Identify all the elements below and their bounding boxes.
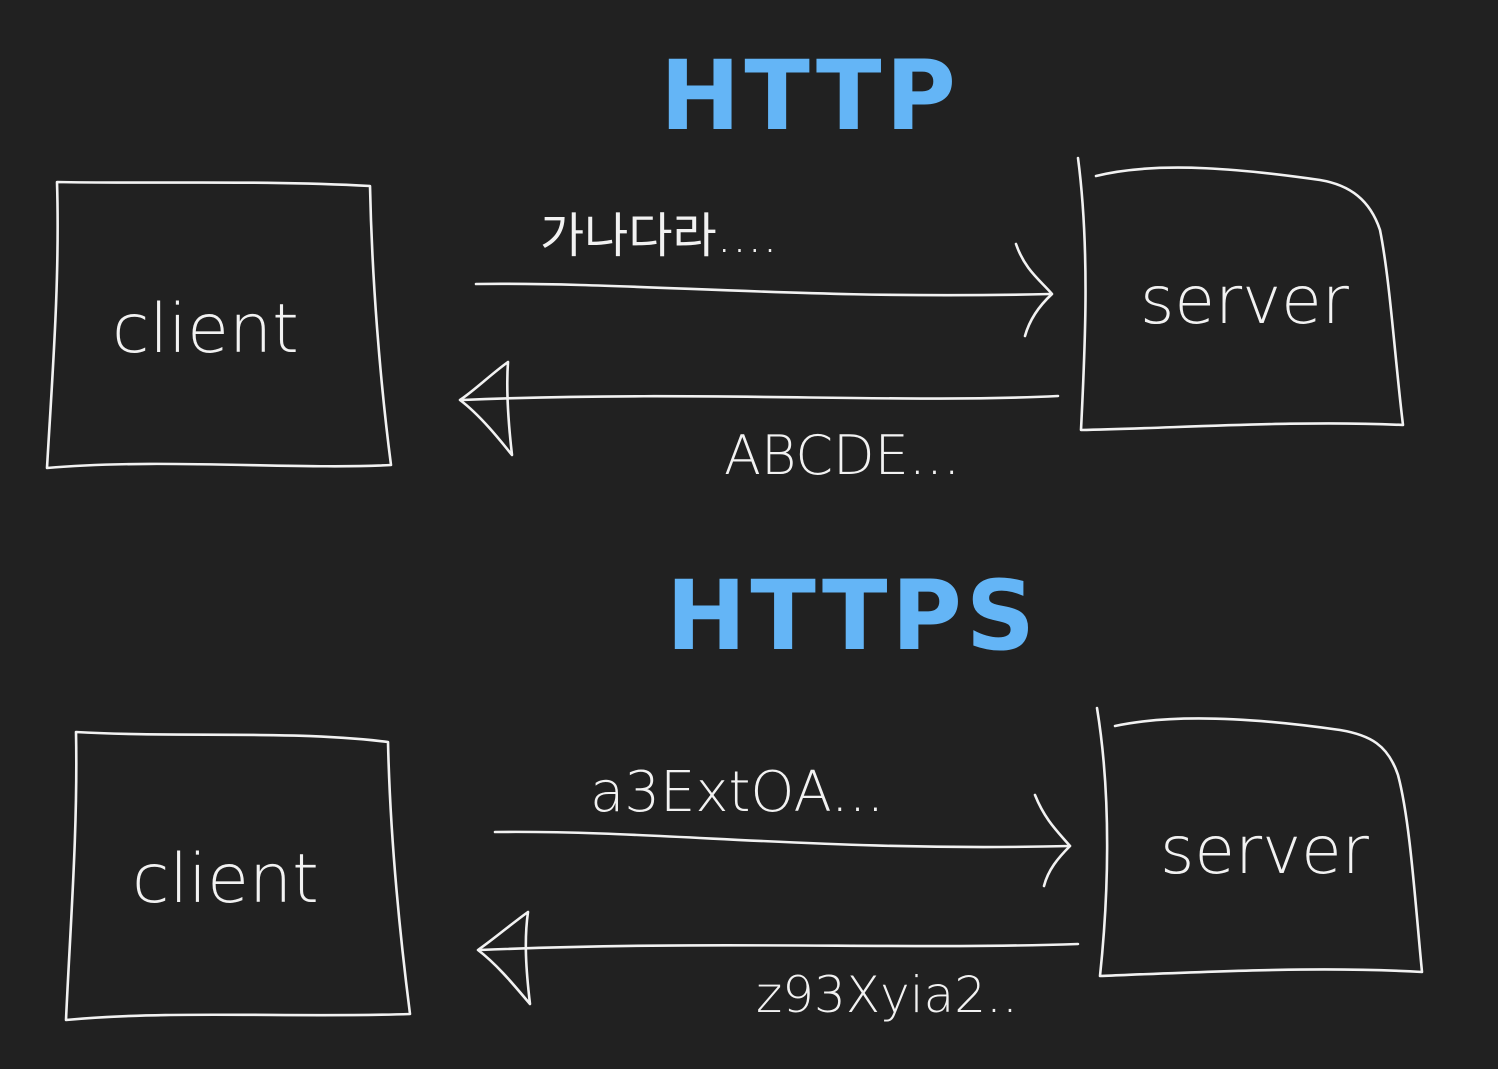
https-response-arrow-line — [478, 942, 1080, 952]
http-server-box — [1076, 156, 1405, 432]
http-title: HTTP — [660, 40, 960, 152]
http-client-label: client — [112, 290, 299, 369]
http-response-text: ABCDE... — [724, 424, 961, 487]
http-request-arrow-head — [1014, 242, 1054, 338]
https-response-arrow-head — [476, 910, 532, 1006]
http-server-label: server — [1140, 262, 1349, 339]
http-response-arrow-head — [458, 360, 514, 457]
http-request-text: 가나다라.... — [540, 208, 778, 264]
https-client-label: client — [132, 840, 319, 919]
http-response-arrow-line — [460, 394, 1060, 402]
https-server-label: server — [1160, 812, 1369, 889]
http-client-box — [45, 180, 393, 470]
https-response-text: z93Xyia2.. — [756, 966, 1018, 1024]
https-request-arrow-line — [493, 830, 1072, 849]
https-request-text: a3ExtOA... — [590, 760, 885, 825]
https-title: HTTPS — [666, 560, 1040, 672]
https-server-box — [1095, 706, 1424, 978]
https-client-box — [64, 730, 412, 1022]
https-request-arrow-head — [1033, 793, 1072, 888]
http-request-arrow-line — [474, 282, 1052, 297]
